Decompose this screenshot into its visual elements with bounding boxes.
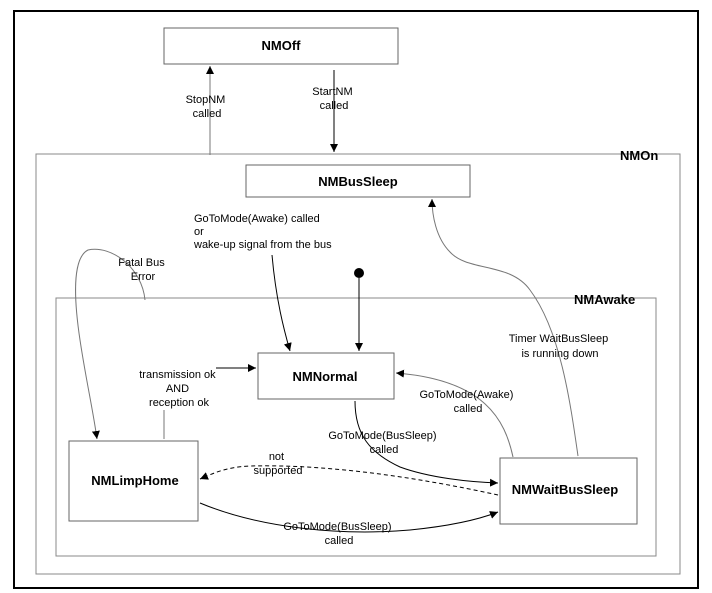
- region-nmawake-label: NMAwake: [574, 292, 635, 307]
- label-fatal: Fatal Bus Error: [118, 257, 168, 283]
- label-bussleep-limp: GoToMode(BusSleep) called: [283, 521, 394, 547]
- label-timer-line2: is running down: [521, 348, 598, 360]
- label-stopnm-line2: called: [193, 108, 222, 120]
- label-stopnm-line1: StopNM: [186, 94, 226, 106]
- label-bussleep-limp-line2: called: [325, 535, 354, 547]
- region-nmon-label: NMOn: [620, 148, 658, 163]
- state-nmwaitbussleep-label: NMWaitBusSleep: [512, 482, 618, 497]
- label-bussleep-normal-line2: called: [370, 444, 399, 456]
- label-wakeup-line2: or: [194, 226, 204, 238]
- label-wakeup-line1: GoToMode(Awake) called: [194, 213, 320, 225]
- label-awake-back-line1: GoToMode(Awake): [419, 389, 513, 401]
- label-timer-line1: Timer WaitBusSleep: [509, 333, 608, 345]
- region-nmon: NMOn: [35, 148, 681, 575]
- label-txok-line1: transmission ok: [139, 369, 216, 381]
- label-startnm: StartNM called: [312, 86, 355, 112]
- label-timer: Timer WaitBusSleep is running down: [509, 333, 612, 360]
- label-stopnm: StopNM called: [186, 94, 229, 120]
- label-fatal-line2: Error: [131, 271, 156, 283]
- state-nmnormal: NMNormal: [257, 352, 395, 400]
- region-nmawake: NMAwake: [55, 292, 657, 557]
- label-bussleep-normal: GoToMode(BusSleep) called: [328, 430, 439, 456]
- transition-timer: [428, 198, 579, 457]
- state-nmoff-label: NMOff: [262, 38, 302, 53]
- transition-wakeup: [271, 254, 292, 352]
- label-startnm-line2: called: [320, 100, 349, 112]
- label-bussleep-normal-line1: GoToMode(BusSleep): [328, 430, 436, 442]
- label-startnm-line1: StartNM: [312, 86, 352, 98]
- initial-state-dot: [354, 268, 364, 278]
- state-nmbussleep: NMBusSleep: [245, 164, 471, 198]
- label-not-supported-line1: not: [269, 451, 284, 463]
- state-nmwaitbussleep: NMWaitBusSleep: [499, 457, 638, 525]
- state-nmlimphome-label: NMLimpHome: [91, 473, 178, 488]
- outer-frame: [13, 10, 699, 589]
- state-nmnormal-label: NMNormal: [292, 369, 357, 384]
- transition-not-supported: [199, 465, 499, 496]
- label-txok: transmission ok AND reception ok: [139, 369, 218, 409]
- transition-bussleep-normal: [354, 400, 499, 487]
- label-wakeup-line3: wake-up signal from the bus: [193, 239, 332, 251]
- state-nmbussleep-label: NMBusSleep: [318, 174, 398, 189]
- label-fatal-line1: Fatal Bus: [118, 257, 165, 269]
- label-not-supported: not supported: [254, 451, 303, 477]
- label-wakeup: GoToMode(Awake) called or wake-up signal…: [193, 213, 332, 251]
- label-txok-line3: reception ok: [149, 397, 209, 409]
- label-txok-line2: AND: [166, 383, 189, 395]
- state-nmlimphome: NMLimpHome: [68, 440, 199, 522]
- transition-fatal: [75, 248, 146, 440]
- label-awake-back: GoToMode(Awake) called: [419, 389, 516, 415]
- state-nmoff: NMOff: [163, 27, 399, 65]
- transition-awake-back: [395, 369, 514, 458]
- label-awake-back-line2: called: [454, 403, 483, 415]
- label-not-supported-line2: supported: [254, 465, 303, 477]
- label-bussleep-limp-line1: GoToMode(BusSleep): [283, 521, 391, 533]
- transition-bussleep-limp: [199, 502, 499, 533]
